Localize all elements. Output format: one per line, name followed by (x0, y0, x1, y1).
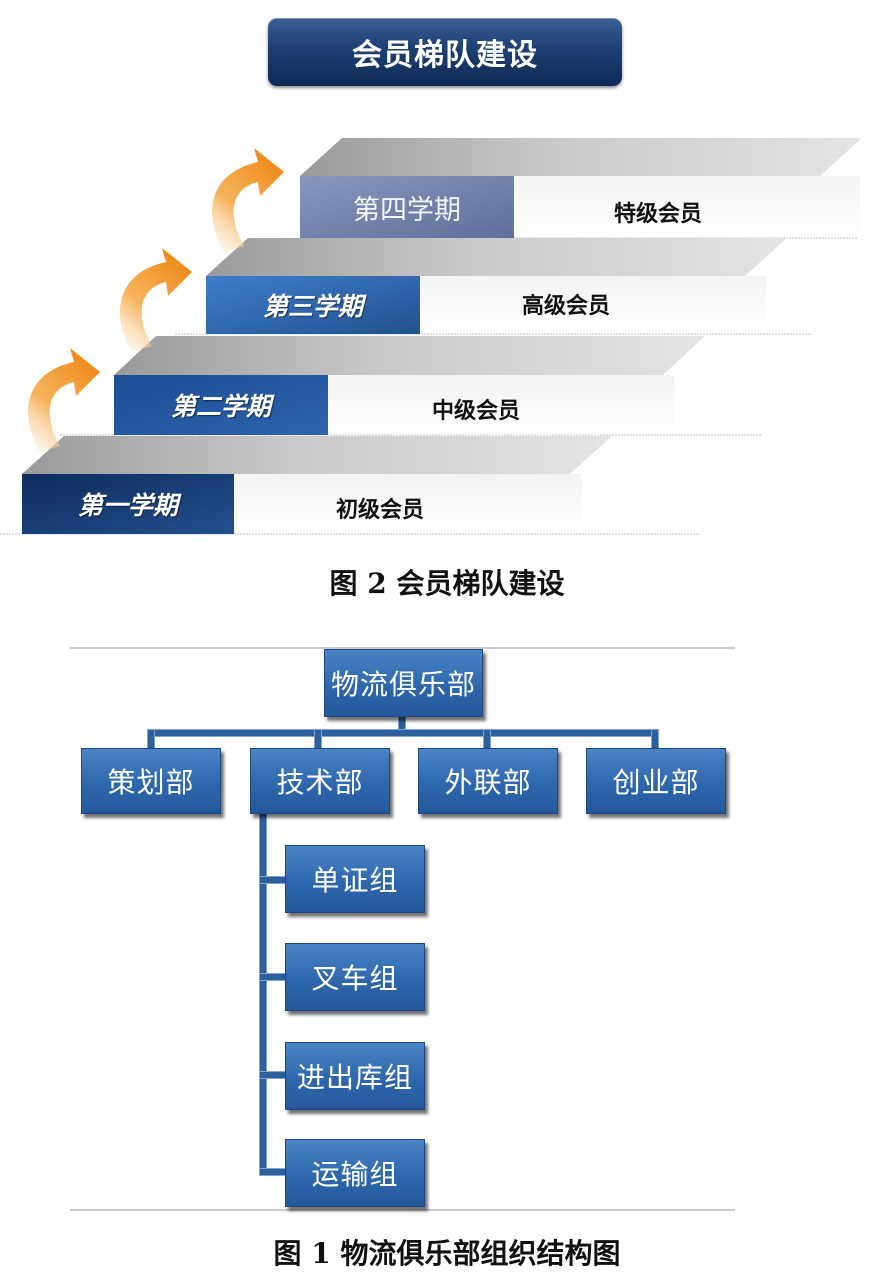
figure-2-caption: 图 2 会员梯队建设 (329, 567, 565, 600)
step-3-block (206, 276, 420, 334)
department-bus (147, 729, 659, 737)
step-2-term: 第二学期 (170, 392, 271, 421)
group-connector (259, 1071, 287, 1079)
curved-arrow-icon (119, 248, 192, 352)
dept-box-startup: 创业部 (586, 748, 726, 814)
tech-trunk (259, 812, 267, 1174)
dept-connector (147, 729, 155, 749)
dept-connector (651, 729, 659, 749)
step-1-level: 初级会员 (336, 498, 425, 523)
step-3-term: 第三学期 (262, 292, 363, 321)
dept-connector (483, 729, 491, 749)
step-2-block (114, 375, 328, 435)
step-4-level: 特级会员 (614, 202, 703, 227)
curved-arrow-icon (211, 148, 284, 252)
org-root-box: 物流俱乐部 (324, 649, 483, 717)
step-4-block (300, 176, 514, 238)
step-3-level: 高级会员 (522, 294, 611, 319)
figure-1-caption: 图 1 物流俱乐部组织结构图 (273, 1237, 621, 1270)
ladder-title: 会员梯队建设 (268, 18, 622, 86)
dept-box-outreach: 外联部 (418, 748, 558, 814)
stair-diagram (0, 138, 862, 535)
group-connector (259, 1168, 287, 1176)
curved-arrow-icon (27, 348, 100, 452)
step-1-term: 第一学期 (77, 491, 178, 520)
group-connector (259, 973, 287, 981)
dept-box-tech: 技术部 (250, 748, 390, 814)
step-2-level: 中级会员 (432, 399, 521, 424)
group-box-transport: 运输组 (285, 1139, 425, 1207)
group-box-forklift: 叉车组 (285, 943, 425, 1011)
dept-connector (314, 729, 322, 749)
group-box-documents: 单证组 (285, 845, 425, 913)
step-4-term: 第四学期 (353, 194, 461, 226)
dept-box-planning: 策划部 (81, 748, 221, 814)
group-connector (259, 876, 287, 884)
bottom-divider (70, 1209, 735, 1211)
step-1-block (22, 474, 234, 534)
group-box-warehouse: 进出库组 (285, 1042, 425, 1110)
top-divider (70, 647, 735, 649)
